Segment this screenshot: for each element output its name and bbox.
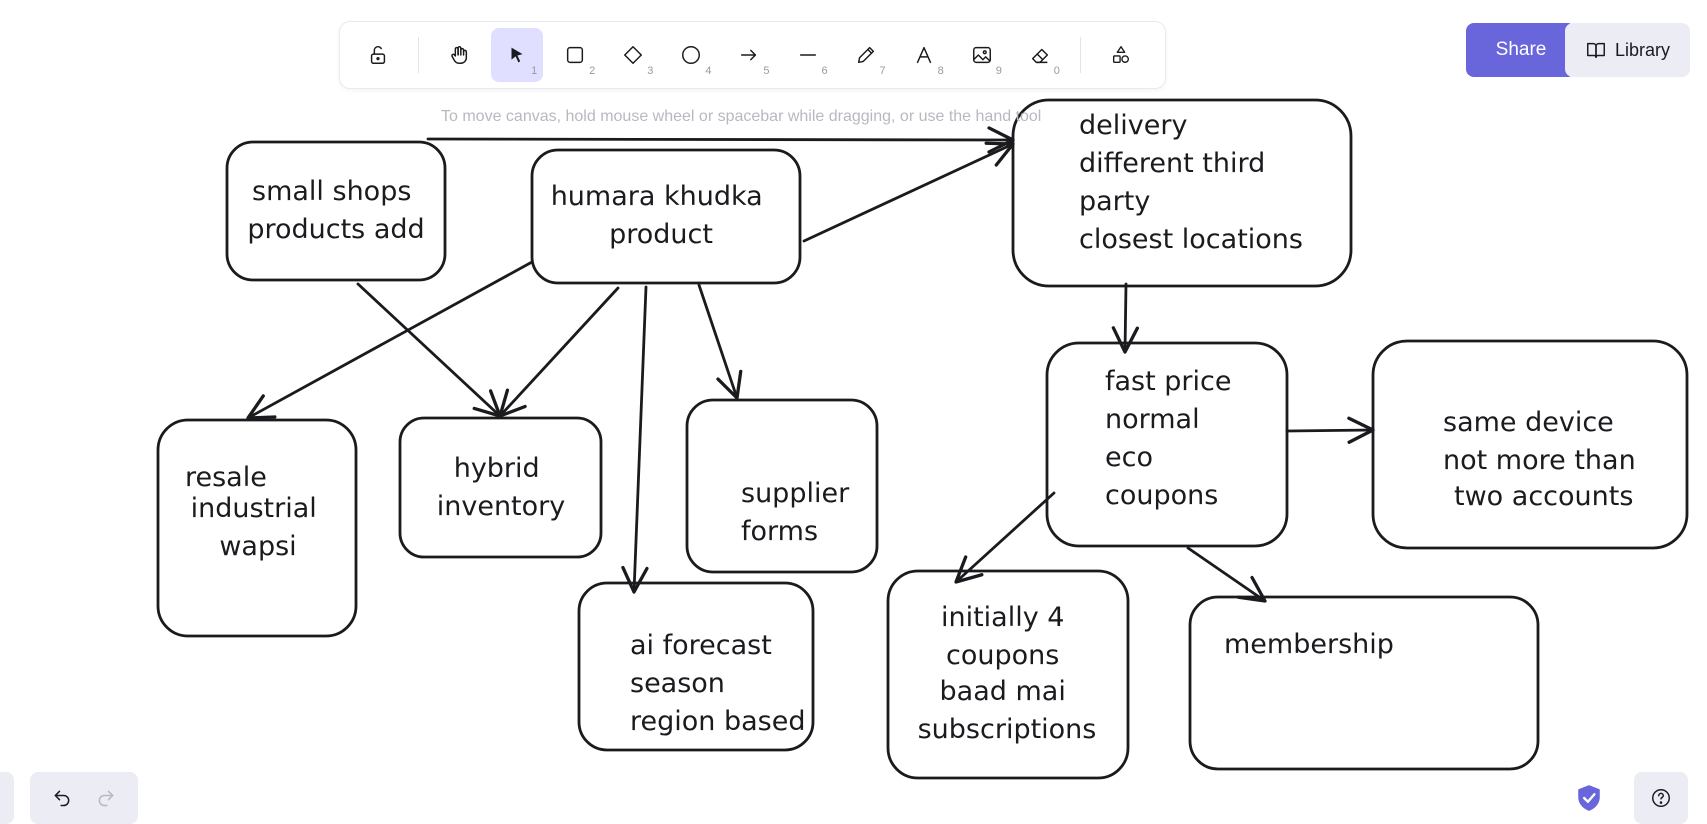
arrow-humara-to-hybrid[interactable] bbox=[498, 286, 620, 418]
more-shapes-tool[interactable] bbox=[1095, 28, 1147, 82]
text-resale[interactable]: resale industrial wapsi bbox=[185, 462, 325, 562]
box-delivery[interactable] bbox=[1011, 98, 1353, 288]
arrow-tool[interactable]: 5 bbox=[723, 28, 775, 82]
library-label: Library bbox=[1614, 39, 1671, 60]
hand-tool[interactable] bbox=[433, 28, 485, 82]
share-button[interactable]: Share bbox=[1466, 23, 1576, 77]
arrow-humara-to-resale[interactable] bbox=[246, 260, 534, 420]
toolbar-divider bbox=[1079, 37, 1081, 73]
redo-button[interactable] bbox=[88, 780, 124, 816]
pencil-icon bbox=[857, 46, 874, 64]
arrow-icon bbox=[741, 49, 757, 61]
toolbar-divider bbox=[418, 37, 420, 73]
line-tool[interactable]: 6 bbox=[782, 28, 834, 82]
help-button[interactable] bbox=[1634, 772, 1688, 824]
text-supplier[interactable]: supplier forms bbox=[741, 478, 858, 547]
text-hybrid[interactable]: hybrid inventory bbox=[437, 453, 566, 522]
selection-key-hint: 1 bbox=[531, 65, 538, 77]
image-tool[interactable]: 9 bbox=[956, 28, 1008, 82]
undo-button[interactable] bbox=[44, 780, 80, 816]
box-small-shops[interactable] bbox=[225, 140, 447, 282]
pencil-tool[interactable]: 7 bbox=[840, 28, 892, 82]
rectangle-tool[interactable]: 2 bbox=[549, 28, 601, 82]
eraser-key-hint: 0 bbox=[1053, 65, 1060, 77]
undo-icon bbox=[54, 790, 70, 807]
lock-tool[interactable] bbox=[352, 28, 404, 82]
ellipse-key-hint: 4 bbox=[705, 65, 712, 77]
eraser-icon bbox=[1031, 48, 1048, 64]
lock-icon bbox=[370, 45, 386, 64]
text-key-hint: 8 bbox=[937, 65, 944, 77]
rectangle-key-hint: 2 bbox=[589, 65, 596, 77]
box-humara[interactable] bbox=[530, 148, 802, 285]
hand-icon bbox=[451, 46, 468, 64]
text-fast-price[interactable]: fast price normal eco coupons bbox=[1105, 366, 1240, 511]
ellipse-icon bbox=[682, 46, 701, 64]
line-icon bbox=[799, 54, 816, 56]
arrow-small-shops-to-hybrid[interactable] bbox=[356, 282, 502, 418]
text-humara[interactable]: humara khudka product bbox=[551, 181, 772, 250]
text-tool[interactable]: 8 bbox=[898, 28, 950, 82]
arrow-fast-price-to-membership[interactable] bbox=[1186, 546, 1267, 603]
text-ai-forecast[interactable]: ai forecast season region based bbox=[630, 630, 805, 737]
text-small-shops[interactable]: small shops products add bbox=[247, 176, 424, 245]
box-resale[interactable] bbox=[156, 418, 358, 638]
help-icon bbox=[1652, 789, 1670, 807]
box-supplier[interactable] bbox=[685, 398, 879, 574]
line-key-hint: 6 bbox=[821, 65, 828, 77]
box-ai-forecast[interactable] bbox=[577, 581, 815, 752]
diamond-icon bbox=[624, 46, 643, 64]
eraser-tool[interactable]: 0 bbox=[1014, 28, 1066, 82]
pencil-key-hint: 7 bbox=[879, 65, 886, 77]
arrow-humara-to-delivery[interactable] bbox=[802, 141, 1015, 243]
arrow-key-hint: 5 bbox=[763, 65, 770, 77]
text-initially[interactable]: initially 4 coupons baad mai subscriptio… bbox=[918, 602, 1097, 745]
text-membership[interactable]: membership bbox=[1224, 629, 1394, 660]
text-same-device[interactable]: same device not more than two accounts bbox=[1443, 407, 1644, 512]
shield-check-icon[interactable] bbox=[1576, 784, 1602, 812]
image-icon bbox=[972, 46, 991, 64]
box-initially[interactable] bbox=[886, 569, 1130, 780]
arrow-humara-to-ai-forecast[interactable] bbox=[621, 285, 649, 594]
diamond-key-hint: 3 bbox=[647, 65, 654, 77]
book-icon bbox=[1587, 42, 1605, 59]
image-key-hint: 9 bbox=[995, 65, 1002, 77]
arrow-humara-to-supplier[interactable] bbox=[697, 283, 743, 400]
rectangle-icon bbox=[567, 46, 584, 64]
main-toolbar: 1 2 3 4 5 6 7 8 9 0 bbox=[340, 22, 1165, 88]
box-hybrid[interactable] bbox=[398, 416, 603, 559]
text-delivery[interactable]: delivery different third party closest l… bbox=[1079, 110, 1303, 255]
box-membership[interactable] bbox=[1188, 595, 1540, 771]
canvas-hint: To move canvas, hold mouse wheel or spac… bbox=[441, 108, 1042, 125]
redo-icon bbox=[98, 790, 114, 807]
arrow-fast-price-to-initially[interactable] bbox=[954, 491, 1056, 584]
box-same-device[interactable] bbox=[1371, 339, 1689, 550]
box-fast-price[interactable] bbox=[1045, 341, 1289, 548]
zoom-controls[interactable] bbox=[0, 772, 14, 824]
library-button[interactable]: Library bbox=[1565, 23, 1690, 77]
text-icon bbox=[916, 46, 931, 64]
ellipse-tool[interactable]: 4 bbox=[665, 28, 717, 82]
selection-icon bbox=[511, 47, 523, 63]
undo-redo-group bbox=[30, 772, 138, 824]
diamond-tool[interactable]: 3 bbox=[607, 28, 659, 82]
more-shapes-icon bbox=[1112, 46, 1129, 64]
arrow-fast-price-to-same-device[interactable] bbox=[1285, 416, 1375, 444]
arrow-hint-to-delivery[interactable] bbox=[426, 126, 1015, 154]
selection-tool[interactable]: 1 bbox=[491, 28, 544, 82]
arrow-delivery-to-fast-price[interactable] bbox=[1111, 282, 1140, 354]
